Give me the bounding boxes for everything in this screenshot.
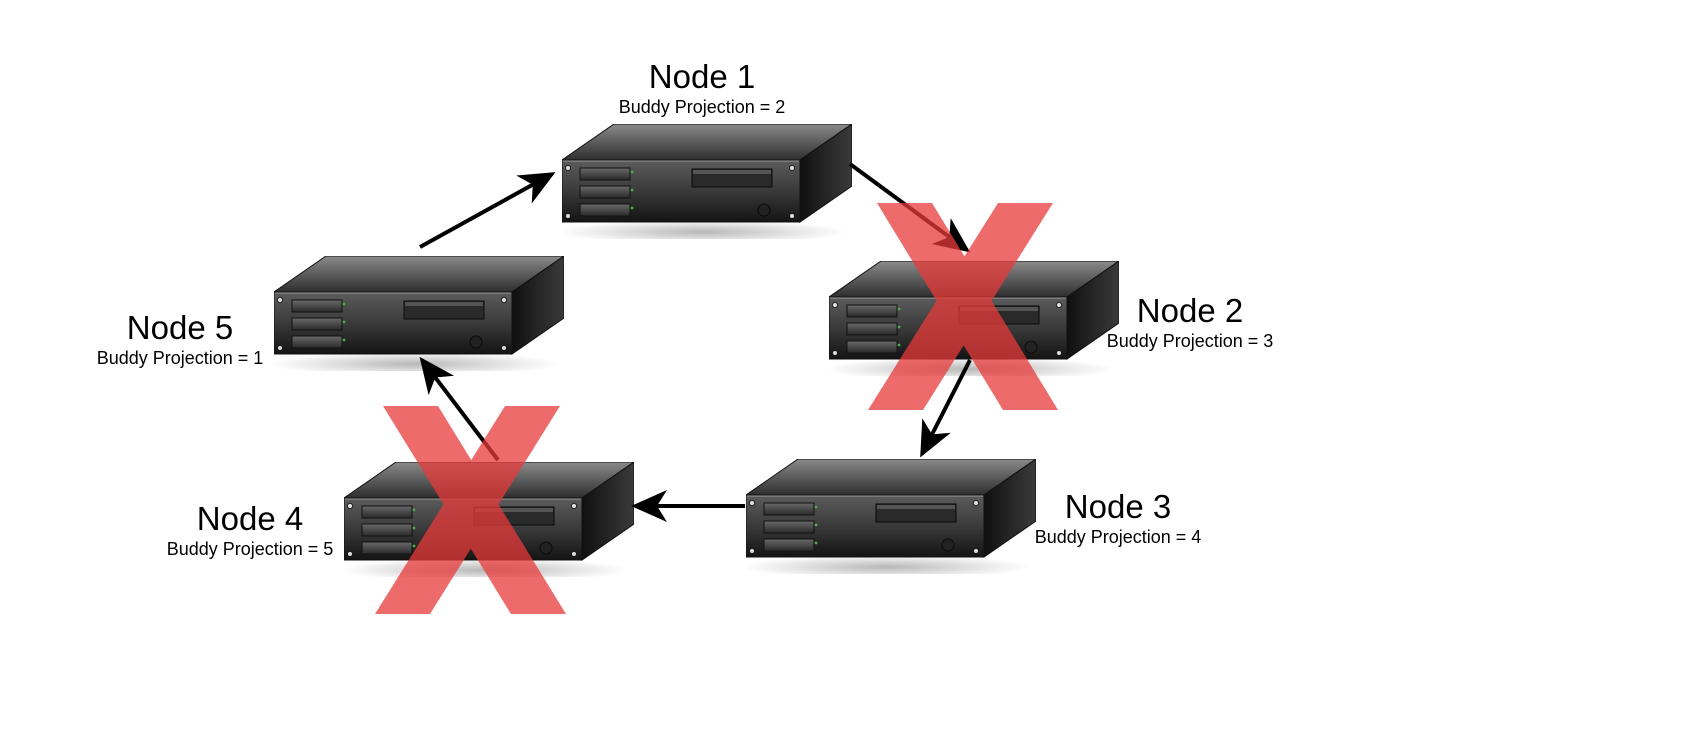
failure-x-icon-node-4 xyxy=(375,406,566,614)
node-5-title: Node 5 xyxy=(126,309,234,346)
node-4-title: Node 4 xyxy=(196,500,304,537)
server-icon-node-3 xyxy=(746,459,1036,574)
node-3-title: Node 3 xyxy=(1064,488,1172,525)
server-icon-node-1 xyxy=(562,124,852,239)
node-5-buddy-projection: Buddy Projection = 1 xyxy=(96,348,264,368)
node-4-label: Node 4 Buddy Projection = 5 xyxy=(164,500,336,560)
failure-x-icon-node-2 xyxy=(868,203,1058,410)
server-icon-node-5 xyxy=(274,256,564,371)
edge-node5-node1-arrow xyxy=(419,172,556,249)
edge-node2-node3-arrow xyxy=(920,359,972,458)
node-1-label: Node 1 Buddy Projection = 2 xyxy=(616,58,788,118)
node-5-label: Node 5 Buddy Projection = 1 xyxy=(94,309,266,369)
node-4-buddy-projection: Buddy Projection = 5 xyxy=(166,539,334,559)
node-1-buddy-projection: Buddy Projection = 2 xyxy=(618,97,786,117)
node-2-label: Node 2 Buddy Projection = 3 xyxy=(1104,292,1276,352)
node-3-label: Node 3 Buddy Projection = 4 xyxy=(1032,488,1204,548)
node-2-buddy-projection: Buddy Projection = 3 xyxy=(1106,331,1274,351)
node-2-title: Node 2 xyxy=(1136,292,1244,329)
node-3-buddy-projection: Buddy Projection = 4 xyxy=(1034,527,1202,547)
node-1-title: Node 1 xyxy=(648,58,756,95)
